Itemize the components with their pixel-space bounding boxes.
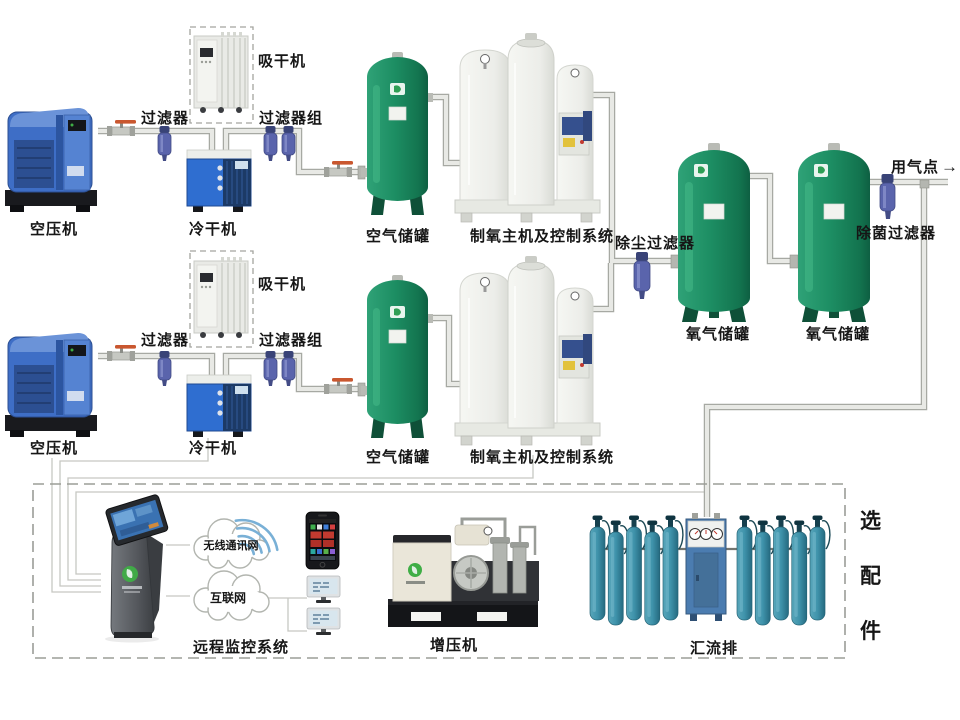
label-cold-dryer-1: 冷干机 xyxy=(189,221,238,238)
optional-char-3: 件 xyxy=(860,620,881,643)
absorb-dryer-dashed-box-1 xyxy=(189,26,254,124)
label-oxygen-tank-1: 氧气储罐 xyxy=(686,326,751,343)
oxygen-generator-2 xyxy=(454,256,601,446)
optional-char-2: 配 xyxy=(860,565,881,588)
gas-cylinder xyxy=(662,514,684,621)
manifold-cabinet xyxy=(685,513,727,621)
gas-cylinder xyxy=(791,519,813,626)
oxygen-storage-tank-2 xyxy=(798,143,870,322)
optional-char-1: 选 xyxy=(860,510,881,533)
label-oxygen-tank-2: 氧气储罐 xyxy=(806,326,871,343)
label-filter-group-2: 过滤器组 xyxy=(259,332,324,349)
label-filter-group-1: 过滤器组 xyxy=(259,110,324,127)
label-compressor-1: 空压机 xyxy=(30,221,79,238)
air-compressor-2 xyxy=(5,333,97,437)
monitor-2 xyxy=(306,607,341,636)
label-filter-1: 过滤器 xyxy=(141,110,190,127)
gas-point-arrow-icon: → xyxy=(941,157,960,176)
gas-cylinder xyxy=(589,514,611,621)
label-booster: 增压机 xyxy=(430,637,479,654)
label-wireless-cloud: 无线通讯网 xyxy=(203,540,259,552)
dust-filter xyxy=(633,252,651,299)
gas-cylinder xyxy=(607,519,629,626)
air-compressor-1 xyxy=(5,108,97,212)
gas-cylinder xyxy=(754,519,776,626)
label-dust-filter: 除尘过滤器 xyxy=(615,235,696,252)
refrigerated-dryer-2 xyxy=(186,374,252,437)
label-generator-1: 制氧主机及控制系统 xyxy=(470,228,615,245)
label-filter-2: 过滤器 xyxy=(141,332,190,349)
gas-cylinder xyxy=(644,519,666,626)
gas-cylinder xyxy=(809,514,831,621)
oxygen-generator-1 xyxy=(454,33,601,223)
label-optional-items: 选 配 件 xyxy=(860,505,881,645)
monitoring-wires xyxy=(51,438,707,632)
label-absorb-dryer-2: 吸干机 xyxy=(258,276,307,293)
wifi-signal-icon xyxy=(234,518,279,556)
sterile-filter xyxy=(879,174,896,219)
refrigerated-dryer-1 xyxy=(186,149,252,212)
label-gas-point-text: 用气点 xyxy=(891,159,940,176)
label-sterile-filter: 除菌过滤器 xyxy=(856,225,937,242)
label-internet-cloud: 互联网 xyxy=(209,591,246,605)
monitoring-kiosk xyxy=(105,494,169,643)
gas-cylinder xyxy=(736,514,758,621)
air-storage-tank-1 xyxy=(361,52,433,215)
absorption-dryer-2 xyxy=(193,257,249,338)
label-gas-point: 用气点→ xyxy=(891,156,959,177)
manifold-assembly xyxy=(589,513,831,626)
label-monitoring-system: 远程监控系统 xyxy=(193,639,290,656)
air-storage-tank-2 xyxy=(361,275,433,438)
monitor-1 xyxy=(306,575,341,604)
label-manifold: 汇流排 xyxy=(690,640,739,657)
label-cold-dryer-2: 冷干机 xyxy=(189,440,238,457)
label-air-tank-1: 空气储罐 xyxy=(366,228,431,245)
absorption-dryer-1 xyxy=(193,32,249,113)
absorb-dryer-dashed-box-2 xyxy=(189,250,254,348)
smartphone xyxy=(305,511,340,570)
label-absorb-dryer-1: 吸干机 xyxy=(258,53,307,70)
label-generator-2: 制氧主机及控制系统 xyxy=(470,449,615,466)
gas-cylinder xyxy=(772,514,795,621)
label-compressor-2: 空压机 xyxy=(30,440,79,457)
oxygen-storage-tank-1 xyxy=(678,143,750,322)
booster-compressor xyxy=(388,517,539,627)
gas-cylinder xyxy=(625,514,648,621)
label-air-tank-2: 空气储罐 xyxy=(366,449,431,466)
